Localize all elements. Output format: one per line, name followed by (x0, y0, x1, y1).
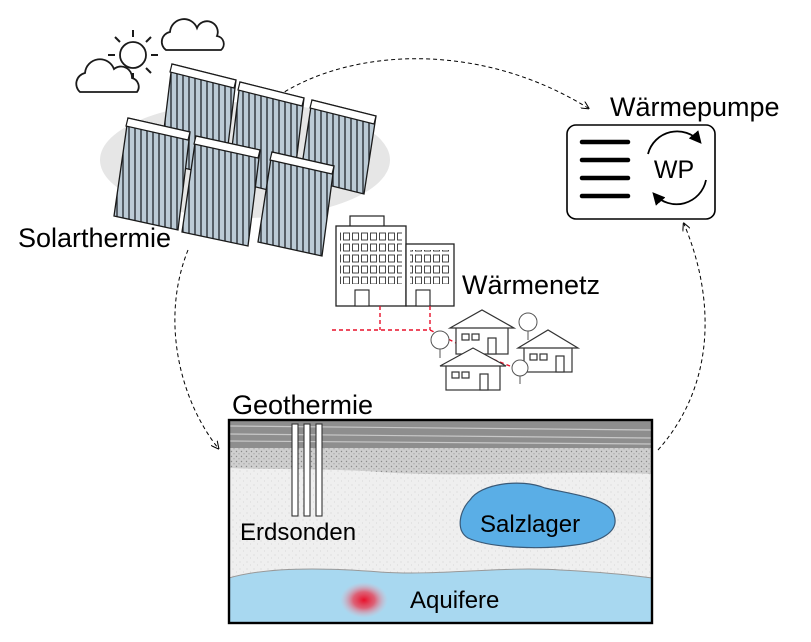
solar-thermal-field (75, 18, 390, 257)
arrow-solar-to-heatpump (261, 58, 588, 108)
aquifer-label: Aquifere (410, 587, 499, 614)
collector-panel (181, 135, 261, 247)
building-icon (335, 215, 455, 307)
arrow-geothermal-to-heatpump (657, 224, 706, 451)
house-icon (447, 309, 517, 355)
collector-panel (257, 151, 335, 257)
heat-pump-badge: WP (654, 156, 694, 184)
aquifer-layer (228, 568, 653, 624)
collector-panel (113, 117, 191, 231)
gravel-layer (229, 448, 652, 475)
house-icon (515, 329, 581, 373)
heat-network-label: Wärmenetz (462, 270, 600, 300)
salt-dome-label: Salzlager (480, 511, 580, 538)
salt-dome (459, 482, 616, 549)
flow-arrows (174, 58, 706, 451)
borehole-probes (291, 423, 323, 517)
menu-lines-icon (579, 139, 631, 199)
cycle-arrows-icon (647, 130, 707, 206)
heat-hotspot (340, 582, 388, 618)
cloud-icon (160, 18, 225, 51)
heat-pump-label: Wärmepumpe (610, 92, 780, 122)
heat-pump: Wärmepumpe WP (566, 92, 780, 220)
geothermal-label: Geothermie (232, 390, 373, 420)
weather-icons (75, 18, 225, 93)
borehole-probes-label: Erdsonden (240, 519, 356, 546)
house-icon (439, 347, 507, 391)
tree-icon (430, 312, 538, 384)
solar-thermal-label: Solarthermie (18, 223, 171, 253)
arrow-solar-to-geothermal (174, 249, 218, 448)
geothermal-cross-section: Salzlager Aquifere Erdsonden (227, 418, 654, 625)
cloud-icon (75, 58, 140, 93)
heat-network: Wärmenetz (332, 215, 600, 391)
cross-section-frame (227, 418, 654, 625)
